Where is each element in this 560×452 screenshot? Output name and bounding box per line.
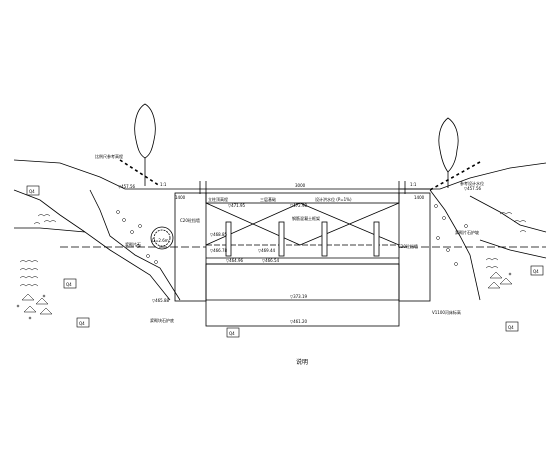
drawing-caption: 说明 (296, 358, 308, 366)
right-base-note: V1100河床标高 (432, 309, 461, 315)
rock-pattern-left (16, 293, 53, 320)
frame-label: 钢筋混凝土框架 (292, 215, 320, 221)
mid-elevation-center: ▽469.44 (258, 248, 276, 253)
deck-center-note: 三层基础 (260, 196, 276, 202)
right-lower-terrain (479, 239, 547, 259)
stone-pattern-right-bank (434, 204, 468, 266)
deck-left-note: 立柱顶高程 (208, 196, 228, 202)
soil-symbol-right-mid: Q4 (533, 269, 539, 274)
right-span-dim: 1400 (414, 195, 425, 200)
rock-pattern-right (487, 271, 513, 289)
soil-symbols (26, 185, 544, 338)
right-bank-label: 浆砌片石护坡 (455, 229, 479, 235)
soil-symbol-center: Q4 (229, 331, 235, 336)
right-slope-ratio: 1:1 (410, 182, 417, 187)
soil-symbol-right-bottom: Q4 (508, 325, 514, 330)
bed-elevation: ▽461.20 (290, 319, 308, 324)
soil-symbol-left-top: Q4 (29, 189, 35, 194)
bottom-elevation: ▽373.19 (290, 294, 308, 299)
right-tree (438, 117, 459, 188)
total-span-dim: 3000 (295, 183, 306, 188)
stone-pattern-left-bank (116, 210, 158, 264)
right-top-elevation: ▽457.56 (464, 186, 482, 191)
left-top-elevation: ▽457.56 (118, 184, 136, 189)
pipe-label: D=2.6m (152, 238, 169, 243)
excavation-lines (119, 159, 481, 191)
piers (225, 221, 380, 257)
left-abutment (174, 192, 207, 302)
left-wall-label: C20砼挡墙 (180, 217, 200, 223)
mid-elevation-left: ▽468.85 (210, 232, 228, 237)
bridge-structure (60, 181, 546, 327)
pier-2 (278, 221, 285, 257)
channel-box (205, 263, 400, 327)
culvert-pipe (150, 226, 174, 250)
left-lower-terrain (14, 227, 171, 301)
left-slope-ratio: 1:1 (160, 182, 167, 187)
left-bank-label: 浆砌片石 (125, 241, 141, 247)
left-top-note: 比例尺参考高程 (95, 153, 123, 159)
right-top-note: 参考设计水位 (460, 180, 484, 186)
right-bank-slope (429, 189, 481, 301)
mid-elevation-right: ▽466.78 (210, 248, 228, 253)
left-ground-line (13, 159, 160, 190)
pier-3 (321, 221, 328, 257)
left-bank-slope (89, 189, 181, 301)
soil-symbol-left-mid: Q4 (66, 282, 72, 287)
left-outer-slope (13, 189, 86, 233)
left-span-dim: 1400 (175, 195, 186, 200)
soil-hatch-right (485, 212, 527, 269)
pier-1 (225, 221, 232, 257)
left-base-note: 浆砌块石护底 (150, 317, 174, 323)
pier-4 (373, 221, 380, 257)
lower-elevation-center: ▽466.54 (262, 258, 280, 263)
annotations: 比例尺参考高程 ▽457.56 1400 3000 1400 1:1 1:1 参… (29, 153, 539, 366)
lower-elevation-left: ▽464.96 (226, 258, 244, 263)
right-outer-slope (469, 195, 547, 233)
left-base-elevation: ▽465.88 (152, 298, 170, 303)
right-wall-label: C20砼挡墙 (398, 243, 418, 249)
deck-elevation-1: ▽471.95 (228, 203, 246, 208)
bridge-deck (205, 192, 400, 204)
deck-elevation-2: ▽472.98 (290, 203, 308, 208)
soil-symbol-left-bottom: Q4 (79, 321, 85, 326)
soil-hatch-left (19, 214, 57, 287)
left-tree (134, 103, 156, 186)
deck-right-note: 设计洪水位 (P=1%) (315, 196, 352, 202)
